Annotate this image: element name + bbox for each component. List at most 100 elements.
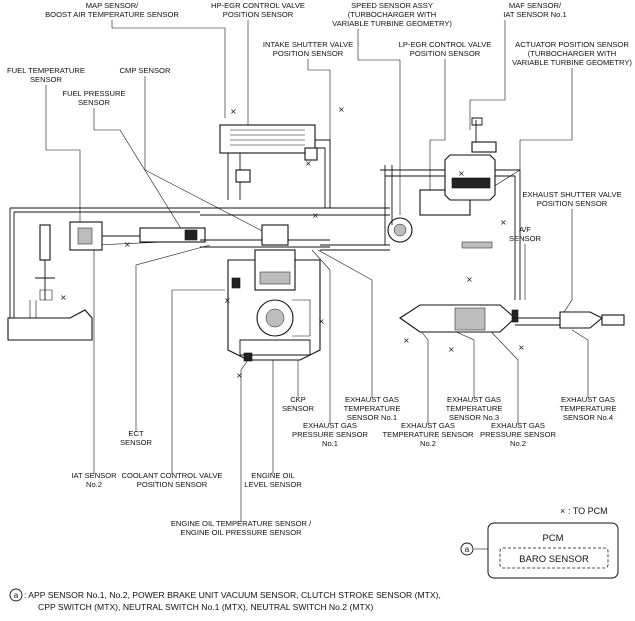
maf-duct — [471, 117, 483, 142]
label-line: SENSOR No.4 — [563, 413, 613, 422]
label-line: SENSOR — [78, 98, 111, 107]
air-cleaner — [444, 154, 496, 201]
label-line: SENSOR — [30, 75, 63, 84]
x-mark: × — [500, 218, 507, 227]
label-line: HP-EGR CONTROL VALVE — [211, 1, 305, 10]
label-line: MAF SENSOR/ — [509, 1, 562, 10]
footnote-line-1: : APP SENSOR No.1, No.2, POWER BRAKE UNI… — [24, 590, 441, 600]
fuel-filter — [39, 224, 51, 261]
label-egp1: EXHAUST GAS PRESSURE SENSOR No.1 — [292, 421, 368, 448]
air-filter-element — [451, 177, 491, 189]
label-line: (TURBOCHARGER WITH — [528, 49, 617, 58]
x-mark: × — [230, 107, 237, 116]
label-line: IAT SENSOR — [71, 471, 117, 480]
label-map-sensor: MAP SENSOR/ BOOST AIR TEMPERATURE SENSOR — [45, 1, 179, 19]
label-line: SENSOR — [509, 234, 542, 243]
label-fuel-temperature: FUEL TEMPERATURE SENSOR — [7, 66, 85, 84]
footnote-line-2: CPP SWITCH (MTX), NEUTRAL SWITCH No.1 (M… — [38, 602, 373, 612]
label-line: SENSOR — [120, 438, 153, 447]
x-mark: × — [518, 343, 525, 352]
coolant-valve-body — [231, 277, 241, 289]
leader-egt3 — [451, 329, 475, 398]
leader-map — [111, 20, 226, 118]
intake-pipe — [200, 207, 390, 216]
rail-line — [35, 235, 140, 300]
label-line: VARIABLE TURBINE GEOMETRY) — [512, 58, 632, 67]
tailpipe — [515, 317, 560, 326]
label-iat2: IAT SENSOR No.2 — [71, 471, 117, 489]
footnote: a : APP SENSOR No.1, No.2, POWER BRAKE U… — [9, 588, 441, 612]
leader-egp2 — [479, 319, 519, 424]
x-mark: × — [466, 275, 473, 284]
leader-oil-level — [254, 354, 274, 474]
leader-egt4 — [571, 329, 589, 398]
label-maf-sensor: MAF SENSOR/ IAT SENSOR No.1 — [503, 1, 566, 19]
piston — [259, 271, 291, 285]
egr-cooler-fins — [230, 129, 305, 146]
label-line: POSITION SENSOR — [273, 49, 344, 58]
x-mark: × — [318, 317, 325, 326]
lp-egr-valve-bar — [461, 241, 493, 249]
label-egt2: EXHAUST GAS TEMPERATURE SENSOR No.2 — [383, 421, 475, 448]
leader-intake-shutter — [307, 59, 331, 150]
egr-cooler — [219, 124, 316, 154]
label-lp-egr: LP-EGR CONTROL VALVE POSITION SENSOR — [399, 40, 492, 58]
label-line: EXHAUST GAS — [345, 395, 399, 404]
intake-shutter-valve — [304, 147, 318, 161]
leader-fuel-pressure — [93, 108, 186, 236]
leader-ect — [135, 244, 211, 432]
fuel-tank-assembly — [7, 207, 206, 341]
x-mark: × — [224, 296, 231, 305]
pcm-title: PCM — [542, 533, 563, 544]
label-line: VARIABLE TURBINE GEOMETRY) — [332, 19, 452, 28]
to-pcm-marks: × × × × × × × × × × × × × × × — [60, 105, 525, 380]
label-hp-egr: HP-EGR CONTROL VALVE POSITION SENSOR — [211, 1, 305, 19]
footnote-marker-circle — [9, 588, 23, 602]
leader-coolant — [171, 289, 225, 474]
exhaust-shutter-valve — [511, 309, 519, 323]
egr-pipe — [315, 139, 331, 208]
label-coolant-valve: COOLANT CONTROL VALVE POSITION SENSOR — [122, 471, 223, 489]
label-af-sensor: A/F SENSOR — [509, 225, 542, 243]
label-egt3: EXHAUST GAS TEMPERATURE SENSOR No.3 — [446, 395, 503, 422]
legend-text: : TO PCM — [568, 506, 608, 516]
leader-oil-temp — [240, 359, 249, 522]
label-line: POSITION SENSOR — [537, 199, 608, 208]
label-line: SENSOR — [282, 404, 315, 413]
x-mark: × — [338, 105, 345, 114]
label-line: COOLANT CONTROL VALVE — [122, 471, 223, 480]
label-line: EXHAUST GAS — [561, 395, 615, 404]
leader-cmp — [144, 76, 271, 236]
label-line: EXHAUST GAS — [303, 421, 357, 430]
label-intake-shutter: INTAKE SHUTTER VALVE POSITION SENSOR — [263, 40, 353, 58]
baro-sensor-box — [499, 547, 609, 569]
label-line: LEVEL SENSOR — [244, 480, 302, 489]
muffler — [559, 311, 603, 329]
supply-pump-core — [77, 227, 93, 245]
label-line: FUEL TEMPERATURE — [7, 66, 85, 75]
maf-sensor-body — [471, 141, 497, 153]
label-line: ENGINE OIL TEMPERATURE SENSOR / — [171, 519, 312, 528]
x-mark: × — [312, 211, 319, 220]
turbo-outlet-pipe — [384, 165, 393, 245]
label-line: No.2 — [420, 439, 436, 448]
label-line: POSITION SENSOR — [137, 480, 208, 489]
fuel-tank — [7, 309, 93, 341]
engine-block — [227, 224, 321, 362]
label-line: MAP SENSOR/ — [86, 1, 139, 10]
label-line: BOOST AIR TEMPERATURE SENSOR — [45, 10, 179, 19]
label-egt1: EXHAUST GAS TEMPERATURE SENSOR No.1 — [344, 395, 401, 422]
label-line: POSITION SENSOR — [410, 49, 481, 58]
label-line: FUEL PRESSURE — [62, 89, 125, 98]
fuel-pressure-sensor-body — [184, 229, 198, 241]
leader-exhaust-shutter — [559, 209, 573, 319]
oil-sensor-body — [243, 352, 253, 362]
label-line: ECT — [128, 429, 144, 438]
label-line: TEMPERATURE SENSOR — [383, 430, 475, 439]
label-line: POSITION SENSOR — [223, 10, 294, 19]
oil-pan — [239, 339, 311, 356]
label-egt4: EXHAUST GAS TEMPERATURE SENSOR No.4 — [560, 395, 617, 422]
x-mark: × — [305, 159, 312, 168]
label-line: TEMPERATURE — [344, 404, 401, 413]
